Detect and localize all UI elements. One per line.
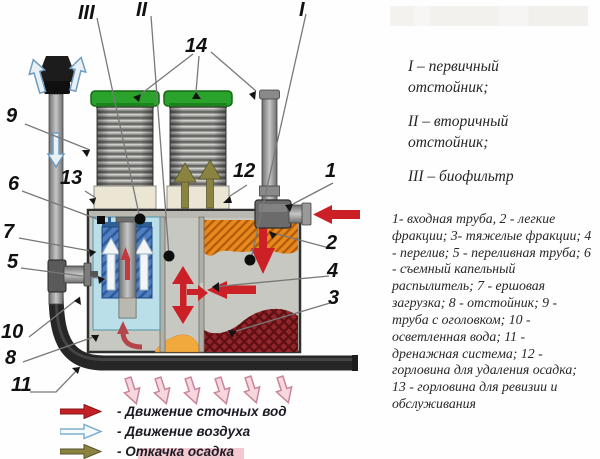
callout-label-iii: III — [78, 2, 95, 24]
watermark-top — [390, 6, 588, 26]
legend-row-sludge: - Откачка осадка — [60, 443, 287, 459]
callout-label-7: 7 — [3, 221, 15, 243]
curved-return-arrow-icon — [117, 321, 143, 350]
leader-endpoint-dots — [97, 213, 256, 266]
legend-label-air: - Движение воздуха — [117, 424, 251, 439]
arrow-legend: - Движение сточных вод - Движение воздух… — [60, 403, 287, 459]
callout-label-9: 9 — [6, 105, 18, 127]
inlet-standpipe — [259, 89, 280, 207]
sediment-blob — [154, 334, 201, 353]
vertical-double-arrow-icon — [172, 266, 194, 324]
legend-row-air: - Движение воздуха — [60, 423, 287, 440]
parts-description: 1- входная труба, 2 - легкие фракции; 3-… — [392, 211, 592, 412]
outlet-collar — [83, 262, 92, 287]
overflow-pipe-lower — [118, 297, 137, 319]
biofilter-up-arrows — [101, 236, 154, 291]
small-right-arrow-icon — [187, 285, 208, 301]
inlet-elbow — [254, 199, 312, 229]
vent-cap-collar — [44, 81, 70, 94]
callout-label-5: 5 — [7, 251, 19, 273]
standpipe-mid-collar — [259, 185, 280, 197]
leader-arrowheads — [72, 91, 293, 374]
partition-left — [159, 216, 166, 353]
seep-arrow-icon — [239, 373, 265, 406]
outlet-spigot — [90, 271, 98, 277]
callout-label-1: 1 — [325, 160, 337, 182]
legend-label-sewage: - Движение сточных вод — [117, 404, 287, 419]
air-arrow-icon — [60, 423, 103, 440]
white-up-arrow-right-icon — [134, 236, 154, 291]
seep-arrow-icon — [209, 374, 235, 407]
outlet-tee — [47, 259, 98, 293]
roman-legend-item-1: I – первичный отстойник; — [408, 58, 499, 96]
callout-label-14: 14 — [185, 35, 208, 57]
callout-label-12: 12 — [233, 160, 256, 182]
roman-legend: I – первичный отстойник; II – вторичный … — [408, 57, 564, 201]
riser-left-collar — [93, 185, 157, 210]
sprayer-nub — [108, 217, 111, 222]
seep-arrow-icon — [271, 373, 297, 406]
riser-right-collar — [166, 185, 230, 210]
riser-right — [163, 90, 233, 210]
biofilter-chamber — [92, 216, 161, 350]
callout-label-6: 6 — [8, 173, 20, 195]
callout-label-10: 10 — [1, 321, 24, 343]
callout-label-i: I — [299, 0, 305, 21]
leader-lines — [18, 13, 334, 393]
olive-up-arrow-left-icon — [173, 162, 197, 209]
sludge-arrow-icon — [60, 443, 103, 459]
roman-legend-item-3: III – биофильтр — [408, 167, 514, 185]
callout-label-4: 4 — [327, 260, 339, 282]
callout-label-ii: II — [136, 0, 148, 21]
legend-label-sludge: - Откачка осадка — [117, 444, 235, 459]
callout-label-13: 13 — [60, 167, 83, 189]
inlet-collar — [301, 202, 312, 226]
scum-layer — [204, 220, 298, 256]
callout-label-2: 2 — [326, 232, 338, 254]
standpipe-top-collar — [259, 89, 280, 100]
seep-arrow-icon — [179, 374, 205, 407]
tank-lid-band — [89, 211, 299, 218]
septic-tank-diagram — [18, 13, 360, 407]
sludge-pump-arrows — [173, 159, 222, 209]
drainage-pipe — [48, 289, 358, 371]
green-lid-left-rim — [96, 103, 154, 108]
seep-arrow-icon — [119, 374, 145, 407]
seepage-arrows — [119, 373, 297, 407]
callout-label-3: 3 — [328, 287, 340, 309]
callout-label-8: 8 — [5, 347, 17, 369]
roman-legend-item-2: II – вторичный отстойник; — [408, 112, 509, 151]
green-lid-right-rim — [169, 103, 227, 108]
vent-cap-icon — [36, 56, 78, 82]
callout-label-11: 11 — [11, 374, 32, 396]
white-up-arrow-left-icon — [101, 236, 121, 291]
olive-up-arrow-right-icon — [198, 159, 222, 209]
seep-arrow-icon — [149, 374, 175, 407]
legend-row-sewage: - Движение сточных вод — [60, 403, 287, 420]
inlet-downflow-arrow-icon — [251, 222, 275, 274]
inlet-flow-arrow-icon — [313, 205, 360, 224]
drain-pipe-end — [352, 355, 358, 371]
sewage-arrow-icon — [60, 403, 103, 420]
pipe-mini-up-arrow-icon — [120, 247, 131, 280]
watermark-bottom — [138, 448, 244, 459]
